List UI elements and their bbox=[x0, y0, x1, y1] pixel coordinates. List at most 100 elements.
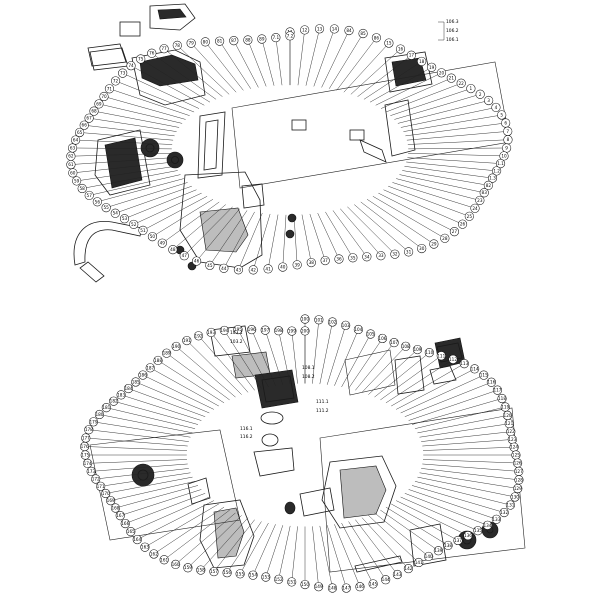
leader-line bbox=[278, 330, 291, 385]
callout-ring bbox=[115, 511, 125, 521]
bracket-line bbox=[438, 21, 445, 41]
callout-number: 50 bbox=[150, 234, 156, 239]
callout-number: 61 bbox=[68, 162, 74, 167]
leader-line bbox=[363, 61, 422, 100]
callout-ring bbox=[300, 326, 310, 336]
callout-ring bbox=[193, 331, 204, 341]
oil-rod-part bbox=[354, 555, 403, 573]
lower-leader-lines bbox=[84, 319, 519, 589]
leader-line bbox=[198, 335, 249, 393]
callout-number: 194 bbox=[220, 328, 228, 333]
callout-number: 157 bbox=[210, 569, 218, 574]
callout-ring bbox=[463, 531, 473, 541]
callout-ring bbox=[479, 188, 489, 198]
leader-line bbox=[79, 132, 174, 141]
leader-line bbox=[396, 500, 469, 536]
bracket-label: 111.1 bbox=[316, 399, 329, 405]
leader-line bbox=[99, 414, 193, 434]
callout-ring bbox=[412, 344, 423, 355]
callout-ring bbox=[306, 257, 316, 268]
leader-line bbox=[297, 29, 305, 86]
callout-number: 136 bbox=[464, 533, 472, 538]
callout-ring bbox=[497, 393, 507, 404]
leader-line bbox=[400, 496, 479, 531]
callout-ring bbox=[136, 54, 146, 64]
callout-ring bbox=[368, 579, 378, 589]
callout-number: 89 bbox=[259, 37, 265, 42]
callout-number: 154 bbox=[249, 573, 257, 578]
callout-ring bbox=[492, 166, 502, 176]
callout-ring bbox=[153, 355, 163, 366]
callout-ring bbox=[274, 574, 284, 584]
callout-number: 53 bbox=[122, 216, 128, 221]
callout-ring bbox=[314, 315, 324, 325]
callout-number: 4 bbox=[495, 105, 498, 110]
leader-line bbox=[341, 333, 371, 388]
callout-ring bbox=[287, 577, 297, 587]
callout-number: 34 bbox=[364, 254, 370, 259]
callout-number: 22 bbox=[459, 81, 465, 86]
callout-number: 9 bbox=[505, 145, 508, 150]
callout-ring bbox=[366, 329, 376, 339]
callout-number: 86 bbox=[374, 35, 380, 40]
callout-number: 80 bbox=[203, 39, 209, 44]
callout-ring bbox=[248, 265, 258, 275]
callout-number: 74 bbox=[128, 63, 134, 68]
leader-line bbox=[406, 161, 497, 172]
leader-line bbox=[70, 157, 173, 165]
bracket-label: 111.2 bbox=[316, 408, 329, 414]
callout-number: 37 bbox=[322, 258, 328, 263]
callout-number: 85 bbox=[360, 31, 366, 36]
leader-line bbox=[355, 519, 398, 575]
callout-ring bbox=[157, 238, 167, 248]
leader-line bbox=[403, 114, 502, 132]
callout-ring bbox=[475, 195, 485, 205]
callout-ring bbox=[99, 91, 109, 102]
callout-number: 169 bbox=[107, 498, 115, 503]
upper-group-outline bbox=[231, 61, 511, 189]
callout-ring bbox=[427, 62, 437, 72]
callout-ring bbox=[88, 417, 99, 427]
bracket-label: 106.1 bbox=[446, 37, 459, 43]
callout-ring bbox=[116, 390, 126, 400]
callout-number: 1 bbox=[470, 86, 473, 91]
leader-line bbox=[390, 88, 471, 116]
callout-ring bbox=[233, 324, 243, 335]
leader-line bbox=[411, 398, 503, 425]
callout-ring bbox=[233, 265, 243, 275]
leader-line bbox=[176, 346, 236, 398]
leader-line bbox=[162, 201, 220, 244]
callout-number: 24 bbox=[472, 206, 478, 211]
callout-ring bbox=[168, 245, 178, 255]
callout-ring bbox=[355, 582, 365, 592]
leader-line bbox=[124, 189, 197, 219]
callout-ring bbox=[200, 37, 210, 47]
callout-number: 137 bbox=[454, 538, 462, 543]
leader-line bbox=[233, 40, 259, 88]
crankcase-boss-part bbox=[199, 207, 249, 253]
leader-line bbox=[140, 58, 211, 103]
callout-number: 66 bbox=[82, 123, 88, 128]
crankcase-tab-part bbox=[241, 183, 265, 209]
callout-ring bbox=[196, 565, 206, 575]
callout-ring bbox=[118, 68, 128, 78]
callout-ring bbox=[247, 325, 257, 335]
callout-number: 151 bbox=[288, 579, 296, 584]
leader-line bbox=[130, 65, 205, 106]
callout-ring bbox=[138, 225, 148, 235]
air-filter-cover-dark-part bbox=[139, 54, 199, 87]
bracket-label: 106.2 bbox=[446, 28, 459, 34]
callout-number: 140 bbox=[425, 554, 433, 559]
callout-number: 104 bbox=[354, 327, 362, 332]
callout-ring bbox=[192, 256, 202, 266]
callout-ring bbox=[278, 262, 288, 272]
leader-line bbox=[421, 431, 511, 442]
callout-ring bbox=[263, 264, 273, 274]
crankcase-part bbox=[179, 171, 263, 269]
pulley-hub-part bbox=[145, 143, 155, 153]
callout-ring bbox=[260, 325, 270, 335]
callout-number: 51 bbox=[140, 228, 146, 233]
callout-number: 138 bbox=[444, 543, 452, 548]
callout-number: 63 bbox=[70, 145, 76, 150]
piston-part bbox=[260, 411, 284, 425]
